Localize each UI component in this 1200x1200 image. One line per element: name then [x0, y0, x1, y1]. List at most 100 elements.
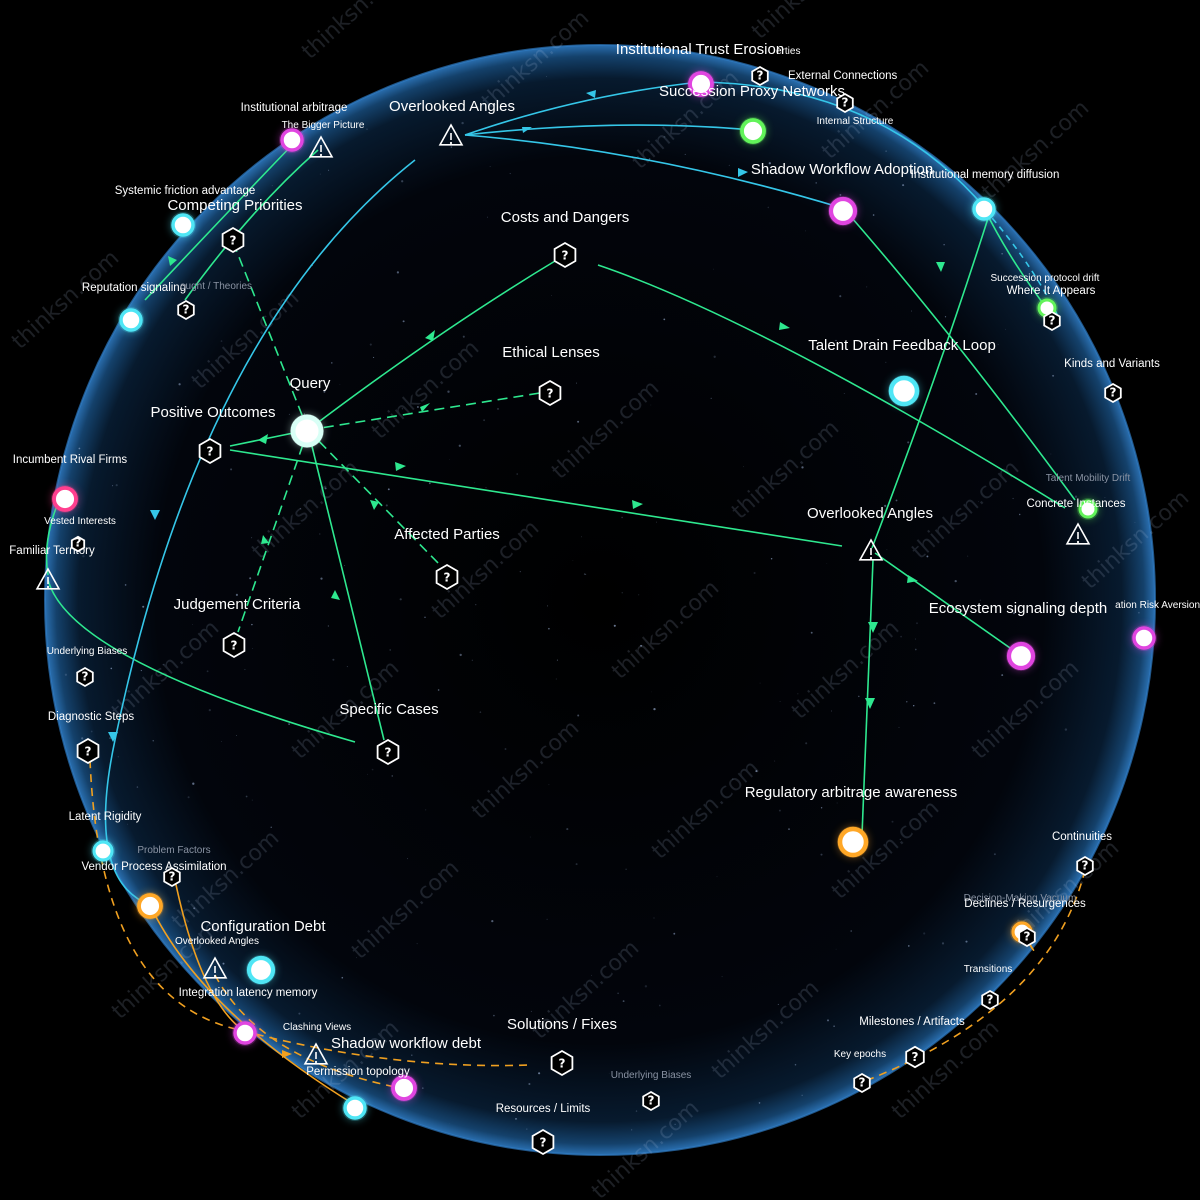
node-circle-icon	[740, 118, 766, 144]
node-external-connections[interactable]: ? External Connections	[751, 65, 898, 87]
node-vested-interests[interactable]: ?Vested Interests	[44, 516, 116, 553]
question-hex-icon	[376, 738, 400, 766]
node-label: Continuities	[1052, 831, 1112, 843]
question-hex-icon	[163, 866, 181, 888]
node-underlying-biases-bottom[interactable]: ?Underlying Biases	[611, 1070, 692, 1112]
node-milestones-artifacts[interactable]: ?Milestones / Artifacts	[859, 1016, 965, 1069]
node-shadow-workflow-debt[interactable]: Shadow workflow debt	[303, 1035, 482, 1065]
node-query[interactable]: Query	[290, 375, 331, 448]
edge-top-overlooked-shadow	[464, 134, 843, 209]
node-label: Institutional Trust Erosion	[616, 41, 784, 58]
node-overlooked-angles-bl[interactable]: Overlooked Angles	[175, 936, 259, 979]
question-hex-icon	[853, 1072, 871, 1094]
node-talent-mobility-drift[interactable]: Talent Mobility Drift	[1046, 473, 1131, 520]
node-ecosystem-signaling-depth[interactable]: Ecosystem signaling depth	[929, 600, 1107, 671]
node-diagnostic-steps[interactable]: ?Diagnostic Steps	[48, 711, 135, 765]
node-shadow-workflow-adoption[interactable]: Shadow Workflow Adoption	[751, 161, 933, 226]
question-mark-glyph: ?	[183, 302, 190, 316]
node-label: ation Risk Aversion	[1115, 600, 1200, 611]
question-hex-icon	[905, 1045, 925, 1069]
node-circle-icon	[280, 128, 304, 152]
warning-dot	[1076, 540, 1080, 544]
node-internal-structure[interactable]: ? Internal Structure	[817, 92, 894, 127]
node-circle-icon	[92, 840, 114, 862]
question-mark-glyph: ?	[757, 68, 764, 82]
warning-triangle-icon	[202, 956, 228, 979]
edge-memory-rim	[984, 209, 1061, 321]
node-incumbent-rival-firms[interactable]: Incumbent Rival Firms	[13, 454, 128, 513]
node-the-bigger-picture[interactable]: The Bigger Picture	[282, 120, 365, 158]
question-hex-icon	[1076, 855, 1094, 877]
node-integration-latency-memory[interactable]: Integration latency memory	[179, 955, 318, 999]
node-overlooked-angles-top[interactable]: Overlooked Angles	[389, 98, 515, 146]
node-specific-cases[interactable]: ?Specific Cases	[339, 701, 439, 766]
node-institutional-arbitrage[interactable]: Institutional arbitrage	[241, 102, 348, 153]
node-where-it-appears[interactable]: ?Where It Appears	[1007, 285, 1096, 332]
question-mark-glyph: ?	[842, 95, 849, 109]
node-label: Milestones / Artifacts	[859, 1016, 965, 1028]
warning-triangle-icon	[858, 538, 884, 561]
node-clashing-views[interactable]: Clashing Views	[232, 1020, 351, 1046]
node-layer: Query?Positive Outcomes?Costs and Danger…	[9, 41, 1200, 1156]
node-resources-limits[interactable]: ?Resources / Limits	[496, 1103, 591, 1156]
node-institutional-memory-diffusion[interactable]: Institutional memory diffusion	[911, 169, 1060, 222]
node-succession-proxy-networks[interactable]: Succession Proxy Networks	[659, 83, 845, 145]
node-competing-priorities[interactable]: ?Competing Priorities	[167, 197, 303, 254]
node-label: Overlooked Angles	[389, 98, 515, 115]
node-problem-factors[interactable]: ?Problem Factors	[137, 845, 211, 888]
node-transitions[interactable]: ?Transitions	[964, 964, 1013, 1011]
node-overlooked-angles-center[interactable]: Overlooked Angles	[807, 505, 933, 561]
node-declines-resurgences[interactable]: ?Declines / Resurgences	[964, 898, 1086, 948]
node-costs-and-dangers[interactable]: ?Costs and Dangers	[501, 209, 629, 269]
edge-orange-4	[214, 974, 401, 1089]
star-field	[64, 76, 1140, 1131]
node-label: Reputation signaling	[82, 282, 186, 294]
node-judgement-criteria[interactable]: ?Judgement Criteria	[174, 596, 301, 659]
node-label: Positive Outcomes	[150, 404, 275, 421]
node-label: Problem Factors	[137, 845, 210, 856]
warning-dot	[46, 585, 50, 589]
node-regulatory-arbitrage-awareness[interactable]: Regulatory arbitrage awareness	[745, 784, 958, 858]
node-reputation-risk-aversion[interactable]: ation Risk Aversion	[1115, 600, 1200, 651]
node-label: Vendor Process Assimilation	[81, 861, 226, 873]
node-systemic-friction-advantage[interactable]: Systemic friction advantage	[115, 185, 256, 238]
edge-familiar-specific	[47, 579, 356, 743]
warning-dot	[449, 141, 453, 145]
node-label: Ecosystem signaling depth	[929, 600, 1107, 617]
edge-overlooked-regulatory	[861, 559, 874, 836]
edge-bigger-reputation	[184, 149, 319, 301]
node-label: Succession Proxy Networks	[659, 83, 845, 100]
node-positive-outcomes[interactable]: ?Positive Outcomes	[150, 404, 276, 465]
node-thought-theories[interactable]: ?ought / Theories	[177, 281, 252, 321]
question-hex-icon	[435, 563, 459, 591]
node-key-epochs[interactable]: ?Key epochs	[834, 1049, 886, 1094]
sphere-rim	[44, 44, 1156, 1156]
question-hex-icon	[1043, 310, 1061, 332]
node-vendor-process-assimilation[interactable]: Vendor Process Assimilation	[81, 861, 227, 920]
node-configuration-debt[interactable]: Configuration Debt	[200, 918, 368, 1121]
node-latent-rigidity[interactable]: Latent Rigidity	[69, 811, 142, 863]
node-solutions-fixes[interactable]: ?Solutions / Fixes	[507, 1016, 617, 1077]
node-ethical-lenses[interactable]: ?Ethical Lenses	[502, 344, 600, 407]
node-reputation-signaling[interactable]: Reputation signaling	[82, 282, 186, 333]
question-hex-icon	[222, 631, 246, 659]
node-label: Key epochs	[834, 1049, 886, 1060]
node-affected-parties[interactable]: ?Affected Parties	[394, 526, 500, 591]
node-label: External Connections	[788, 70, 898, 82]
node-permission-topology[interactable]: Permission topology	[306, 1066, 418, 1102]
edge-shadow-talent	[844, 209, 1076, 501]
node-underlying-biases-left[interactable]: ?Underlying Biases	[47, 646, 128, 688]
node-label: Internal Structure	[817, 116, 894, 127]
node-label: Competing Priorities	[167, 197, 302, 214]
node-label: Integration latency memory	[179, 987, 318, 999]
node-continuities[interactable]: ?Continuities	[1052, 831, 1112, 877]
node-kinds-and-variants[interactable]: ?Kinds and Variants	[1064, 358, 1160, 404]
node-label: Succession protocol drift	[991, 273, 1100, 284]
question-hex-icon	[70, 535, 86, 553]
node-institutional-trust-erosion[interactable]: Institutional Trust Erosion	[616, 41, 784, 98]
node-circle-icon	[391, 1075, 417, 1101]
node-talent-drain-feedback-loop[interactable]: Talent Drain Feedback Loop	[808, 337, 996, 407]
node-label: Systemic friction advantage	[115, 185, 256, 197]
node-concrete-instances[interactable]: Concrete Instances	[1026, 498, 1126, 545]
